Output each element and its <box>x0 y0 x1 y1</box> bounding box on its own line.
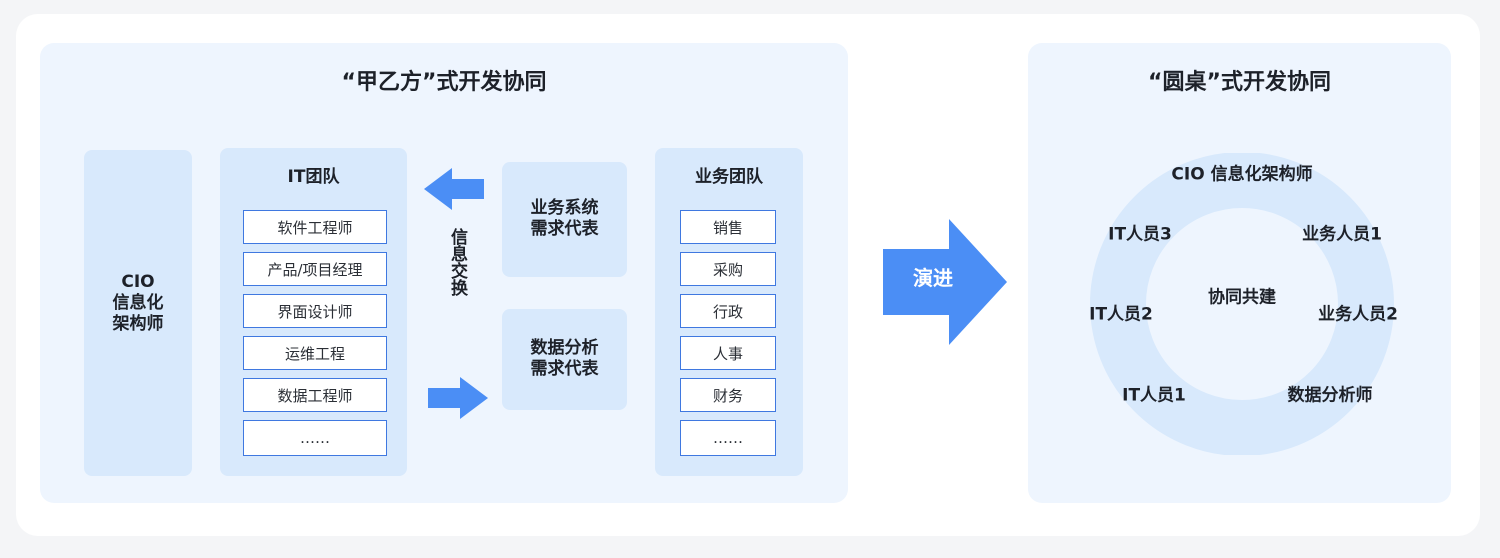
business-team-item: …… <box>680 420 776 456</box>
rep-data-analysis-label: 数据分析 需求代表 <box>530 338 599 379</box>
ring-label-it2: IT人员2 <box>1089 304 1153 325</box>
business-team-header: 业务团队 <box>695 167 763 187</box>
evolve-label: 演进 <box>913 266 953 290</box>
ring-label-it1: IT人员1 <box>1122 385 1186 406</box>
it-team-header: IT团队 <box>287 167 340 187</box>
it-team-item: 运维工程 <box>243 336 387 370</box>
ring-label-analyst: 数据分析师 <box>1287 385 1373 406</box>
business-team-item: 采购 <box>680 252 776 286</box>
roundtable-ring <box>1090 153 1394 455</box>
ring-label-biz1: 业务人员1 <box>1302 224 1382 245</box>
evolve-arrow-icon <box>883 219 1007 345</box>
ring-label-cio: CIO 信息化架构师 <box>1171 164 1313 185</box>
business-team-item: 行政 <box>680 294 776 328</box>
it-team-item: 界面设计师 <box>243 294 387 328</box>
center-label: 协同共建 <box>1208 287 1276 308</box>
arrow-left-icon <box>424 168 484 210</box>
rep-business-system-label: 业务系统 需求代表 <box>530 198 599 239</box>
it-team-item: 软件工程师 <box>243 210 387 244</box>
right-panel-title: “圆桌”式开发协同 <box>1148 70 1331 95</box>
business-team-item: 人事 <box>680 336 776 370</box>
ring-label-biz2: 业务人员2 <box>1318 304 1398 325</box>
it-team-item: 产品/项目经理 <box>243 252 387 286</box>
arrow-right-icon <box>428 377 488 419</box>
it-team-item: 数据工程师 <box>243 378 387 412</box>
left-panel-title: “甲乙方”式开发协同 <box>341 70 547 95</box>
business-team-item: 销售 <box>680 210 776 244</box>
cio-box-label: CIO 信息化 架构师 <box>112 272 164 334</box>
ring-label-it3: IT人员3 <box>1108 224 1172 245</box>
it-team-item: …… <box>243 420 387 456</box>
exchange-label: 信息交换 <box>447 228 467 296</box>
rep-box-business-system <box>502 162 627 277</box>
rep-box-data-analysis <box>502 309 627 410</box>
business-team-item: 财务 <box>680 378 776 412</box>
cio-box <box>84 150 192 476</box>
